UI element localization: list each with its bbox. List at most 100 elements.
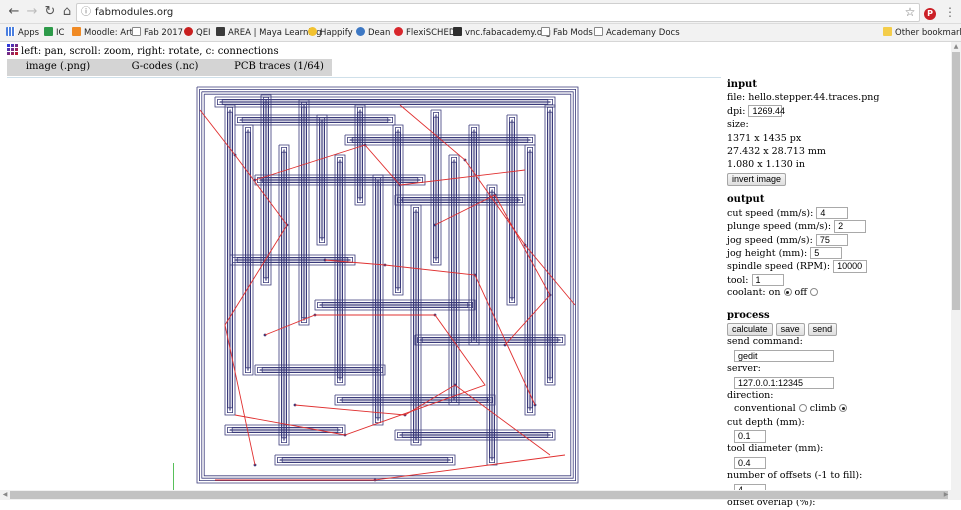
bookmark-moodle[interactable]: Moodle: Art	[72, 27, 133, 39]
tab-gcodes[interactable]: G-codes (.nc)	[123, 59, 207, 76]
process-heading: process	[727, 310, 947, 323]
bookmark-other[interactable]: Other bookmarks	[883, 27, 961, 39]
forward-icon[interactable]: →	[24, 4, 40, 20]
conventional-label: conventional	[734, 403, 796, 414]
bookmark-flexisched[interactable]: FlexiSCHED	[394, 27, 455, 39]
vertical-scroll-thumb[interactable]	[952, 52, 960, 310]
jog-height-input[interactable]: 5	[810, 247, 842, 260]
bookmark-dean[interactable]: Dean	[356, 27, 390, 39]
tool-label: tool:	[727, 275, 749, 286]
scroll-up-icon[interactable]: ▲	[951, 43, 961, 51]
bookmark-area[interactable]: AREA | Maya Learning	[216, 27, 322, 39]
tool-diameter-label: tool diameter (mm):	[727, 443, 947, 456]
jog-line	[325, 260, 535, 405]
direction-label: direction:	[727, 390, 947, 403]
invert-image-button[interactable]: invert image	[727, 173, 786, 186]
send-button[interactable]: send	[808, 323, 838, 336]
plunge-speed-input[interactable]: 2	[834, 220, 866, 233]
view-divider	[7, 77, 721, 78]
plunge-speed-label: plunge speed (mm/s):	[727, 221, 831, 232]
address-bar[interactable]: ⓘ fabmodules.org	[76, 3, 920, 22]
size-mm: 27.432 x 28.713 mm	[727, 146, 947, 159]
size-label: size:	[727, 119, 947, 132]
offsets-label: number of offsets (-1 to fill):	[727, 470, 947, 483]
apps-grid-icon	[6, 27, 15, 36]
controls-hint: left: pan, scroll: zoom, right: rotate, …	[7, 44, 279, 58]
vnc-icon	[453, 27, 462, 36]
tool-diameter-input[interactable]: 0.4	[734, 457, 766, 470]
bookmark-vnc[interactable]: vnc.fabacademy.org	[453, 27, 551, 39]
home-icon[interactable]: ⌂	[59, 4, 75, 20]
dpi-input[interactable]: 1269.44	[748, 105, 782, 118]
toolpath-traces	[197, 87, 578, 483]
send-command-input[interactable]: gedit	[734, 350, 834, 363]
cut-speed-input[interactable]: 4	[816, 207, 848, 220]
page-icon	[132, 27, 141, 36]
c-logo-icon	[44, 27, 53, 36]
size-in: 1.080 x 1.130 in	[727, 159, 947, 172]
fabmodules-logo-icon	[7, 44, 18, 55]
cut-depth-input[interactable]: 0.1	[734, 430, 766, 443]
toolpath-canvas[interactable]	[195, 85, 580, 485]
url-text: fabmodules.org	[95, 7, 173, 18]
y-axis-indicator	[173, 463, 174, 490]
coolant-off-label: off	[795, 287, 807, 298]
jog-line	[215, 455, 565, 480]
jog-line	[255, 145, 525, 185]
save-button[interactable]: save	[776, 323, 805, 336]
info-icon[interactable]: ⓘ	[81, 4, 91, 21]
server-input[interactable]: 127.0.0.1:12345	[734, 377, 834, 390]
jog-speed-label: jog speed (mm/s):	[727, 235, 813, 246]
coolant-off-radio[interactable]	[810, 288, 818, 296]
jog-height-label: jog height (mm):	[727, 248, 807, 259]
dean-icon	[356, 27, 365, 36]
file-name: file: hello.stepper.44.traces.png	[727, 92, 947, 105]
bookmark-happify[interactable]: Happify	[308, 27, 353, 39]
area-icon	[216, 27, 225, 36]
tool-input[interactable]: 1	[752, 274, 784, 287]
jog-line	[295, 385, 550, 455]
browser-toolbar: ← → ↻ ⌂ ⓘ fabmodules.org ☆ P ⋮	[0, 0, 961, 24]
jog-speed-input[interactable]: 75	[816, 234, 848, 247]
scroll-left-icon[interactable]: ◀	[0, 491, 10, 499]
reload-icon[interactable]: ↻	[42, 4, 58, 20]
tab-image[interactable]: image (.png)	[13, 59, 103, 76]
flexisched-icon	[394, 27, 403, 36]
spindle-speed-label: spindle speed (RPM):	[727, 261, 830, 272]
menu-icon[interactable]: ⋮	[942, 4, 958, 20]
input-heading: input	[727, 79, 947, 92]
output-heading: output	[727, 194, 947, 207]
bookmarks-bar: Apps IC Moodle: Art Fab 2017 QEI AREA | …	[0, 24, 961, 42]
dpi-label: dpi:	[727, 106, 745, 117]
climb-label: climb	[810, 403, 837, 414]
conventional-radio[interactable]	[799, 404, 807, 412]
folder-icon	[883, 27, 892, 36]
climb-radio[interactable]	[839, 404, 847, 412]
qei-icon	[184, 27, 193, 36]
horizontal-scroll-thumb[interactable]	[10, 491, 948, 499]
cut-depth-label: cut depth (mm):	[727, 417, 947, 430]
back-icon[interactable]: ←	[6, 4, 22, 20]
bookmark-academany[interactable]: Academany Docs	[594, 27, 680, 39]
tab-pcb-traces[interactable]: PCB traces (1/64)	[231, 59, 327, 76]
bookmark-qei[interactable]: QEI	[184, 27, 211, 39]
trace-path	[199, 89, 575, 480]
server-label: server:	[727, 363, 947, 376]
send-command-label: send command:	[727, 336, 947, 349]
pinterest-icon[interactable]: P	[922, 4, 938, 20]
spindle-speed-input[interactable]: 10000	[833, 260, 867, 273]
bookmark-fabmods[interactable]: Fab Mods	[541, 27, 593, 39]
bookmark-apps[interactable]: Apps	[6, 27, 39, 39]
calculate-button[interactable]: calculate	[727, 323, 773, 336]
scroll-right-icon[interactable]: ▶	[941, 491, 951, 499]
coolant-on-radio[interactable]	[784, 288, 792, 296]
star-icon[interactable]: ☆	[902, 4, 918, 20]
bookmark-fab2017[interactable]: Fab 2017	[132, 27, 183, 39]
moodle-icon	[72, 27, 81, 36]
jog-moves	[200, 105, 575, 480]
jog-line	[200, 110, 287, 465]
trace-path	[197, 87, 578, 483]
happify-icon	[308, 27, 317, 36]
trace-path	[204, 94, 571, 476]
bookmark-ic[interactable]: IC	[44, 27, 64, 39]
